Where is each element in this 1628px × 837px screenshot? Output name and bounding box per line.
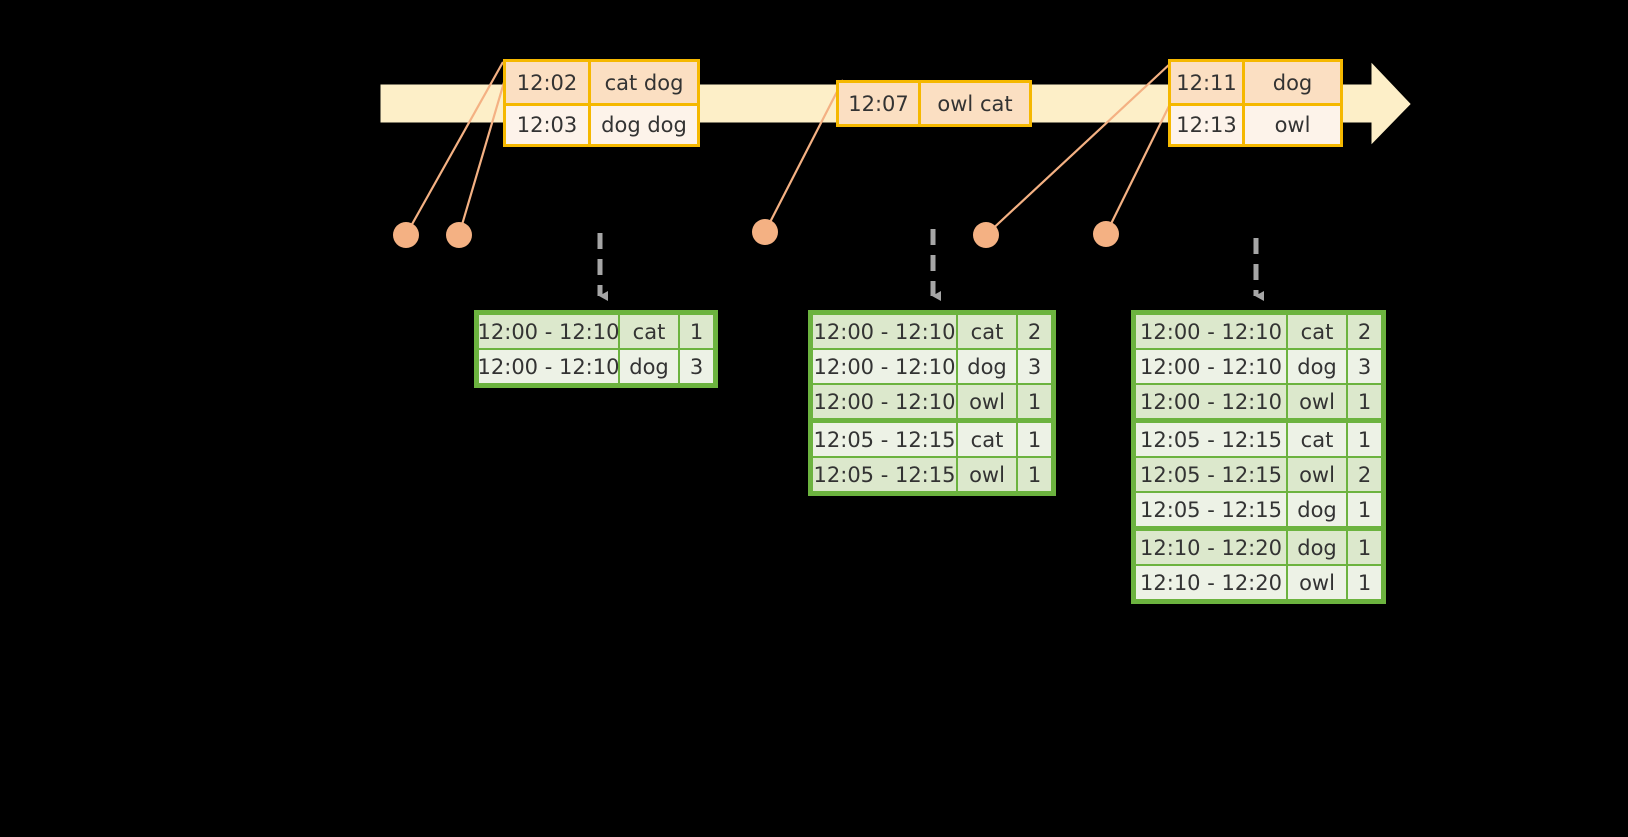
count-cell: 1: [1348, 566, 1381, 599]
count-cell: 1: [1348, 493, 1381, 526]
event-group-2[interactable]: 12:07 owl cat: [836, 80, 1032, 127]
down-arrows: [597, 229, 1264, 301]
table-row[interactable]: 12:05 - 12:15 cat 1: [1136, 423, 1381, 456]
event-dot-1: [393, 222, 419, 248]
key-cell: owl: [1288, 385, 1346, 418]
table-row[interactable]: 12:00 - 12:10 owl 1: [1136, 385, 1381, 418]
event-words: cat dog: [591, 62, 697, 103]
count-cell: 2: [1348, 315, 1381, 348]
result-table-2[interactable]: 12:00 - 12:10 cat 2 12:00 - 12:10 dog 3 …: [808, 310, 1056, 496]
event-row[interactable]: 12:13 owl: [1171, 103, 1340, 144]
table-row[interactable]: 12:05 - 12:15 owl 1: [813, 458, 1051, 491]
table-row[interactable]: 12:00 - 12:10 cat 2: [1136, 315, 1381, 348]
event-words: owl cat: [921, 83, 1029, 124]
count-cell: 1: [1348, 385, 1381, 418]
window-cell: 12:00 - 12:10: [478, 315, 619, 348]
event-time: 12:13: [1171, 106, 1245, 144]
event-words: dog dog: [591, 106, 697, 144]
event-row[interactable]: 12:02 cat dog: [506, 62, 697, 103]
count-cell: 3: [1348, 350, 1381, 383]
event-dot-2: [446, 222, 472, 248]
table-row[interactable]: 12:00 - 12:10 dog 3: [813, 350, 1051, 383]
count-cell: 2: [1018, 315, 1051, 348]
window-cell: 12:05 - 12:15: [1136, 458, 1286, 491]
count-cell: 1: [680, 315, 713, 348]
count-cell: 3: [1018, 350, 1051, 383]
count-cell: 2: [1348, 458, 1381, 491]
window-cell: 12:00 - 12:10: [1136, 315, 1286, 348]
window-cell: 12:05 - 12:15: [1136, 493, 1286, 526]
event-time: 12:07: [839, 83, 921, 124]
table-row[interactable]: 12:00 - 12:10 cat 1: [478, 315, 713, 348]
window-cell: 12:00 - 12:10: [1136, 385, 1286, 418]
key-cell: dog: [1288, 493, 1346, 526]
table-row[interactable]: 12:00 - 12:10 dog 3: [1136, 350, 1381, 383]
window-cell: 12:00 - 12:10: [813, 315, 956, 348]
table-row[interactable]: 12:00 - 12:10 dog 3: [478, 350, 713, 383]
key-cell: cat: [958, 315, 1016, 348]
table-row[interactable]: 12:05 - 12:15 dog 1: [1136, 493, 1381, 526]
event-row[interactable]: 12:07 owl cat: [839, 83, 1029, 124]
window-cell: 12:00 - 12:10: [813, 350, 956, 383]
count-cell: 1: [1348, 423, 1381, 456]
key-cell: cat: [1288, 315, 1346, 348]
key-cell: owl: [958, 458, 1016, 491]
event-group-1[interactable]: 12:02 cat dog 12:03 dog dog: [503, 59, 700, 147]
event-dot-4: [973, 222, 999, 248]
key-cell: owl: [1288, 566, 1346, 599]
result-table-3[interactable]: 12:00 - 12:10 cat 2 12:00 - 12:10 dog 3 …: [1131, 310, 1386, 604]
key-cell: cat: [958, 423, 1016, 456]
event-group-3[interactable]: 12:11 dog 12:13 owl: [1168, 59, 1343, 147]
key-cell: owl: [1288, 458, 1346, 491]
count-cell: 1: [1018, 458, 1051, 491]
count-cell: 1: [1018, 423, 1051, 456]
window-cell: 12:05 - 12:15: [813, 458, 956, 491]
count-cell: 1: [1348, 531, 1381, 564]
connector-line-3: [764, 79, 844, 233]
event-time: 12:11: [1171, 62, 1245, 103]
key-cell: dog: [1288, 350, 1346, 383]
window-cell: 12:10 - 12:20: [1136, 531, 1286, 564]
event-dot-5: [1093, 221, 1119, 247]
window-cell: 12:05 - 12:15: [813, 423, 956, 456]
table-row[interactable]: 12:05 - 12:15 cat 1: [813, 423, 1051, 456]
key-cell: owl: [958, 385, 1016, 418]
window-cell: 12:00 - 12:10: [813, 385, 956, 418]
table-row[interactable]: 12:00 - 12:10 owl 1: [813, 385, 1051, 418]
key-cell: dog: [958, 350, 1016, 383]
table-row[interactable]: 12:00 - 12:10 cat 2: [813, 315, 1051, 348]
event-dots: [393, 219, 1119, 248]
result-table-1[interactable]: 12:00 - 12:10 cat 1 12:00 - 12:10 dog 3: [474, 310, 718, 388]
key-cell: cat: [1288, 423, 1346, 456]
window-cell: 12:00 - 12:10: [1136, 350, 1286, 383]
event-words: owl: [1245, 106, 1340, 144]
key-cell: dog: [620, 350, 678, 383]
table-row[interactable]: 12:05 - 12:15 owl 2: [1136, 458, 1381, 491]
count-cell: 1: [1018, 385, 1051, 418]
table-row[interactable]: 12:10 - 12:20 owl 1: [1136, 566, 1381, 599]
event-row[interactable]: 12:11 dog: [1171, 62, 1340, 103]
window-cell: 12:05 - 12:15: [1136, 423, 1286, 456]
table-row[interactable]: 12:10 - 12:20 dog 1: [1136, 531, 1381, 564]
event-dot-3: [752, 219, 778, 245]
event-words: dog: [1245, 62, 1340, 103]
event-time: 12:02: [506, 62, 591, 103]
window-cell: 12:10 - 12:20: [1136, 566, 1286, 599]
event-time: 12:03: [506, 106, 591, 144]
connector-line-1: [405, 61, 504, 236]
key-cell: dog: [1288, 531, 1346, 564]
connector-line-5: [1105, 99, 1173, 235]
key-cell: cat: [620, 315, 678, 348]
count-cell: 3: [680, 350, 713, 383]
window-cell: 12:00 - 12:10: [478, 350, 619, 383]
event-row[interactable]: 12:03 dog dog: [506, 103, 697, 144]
